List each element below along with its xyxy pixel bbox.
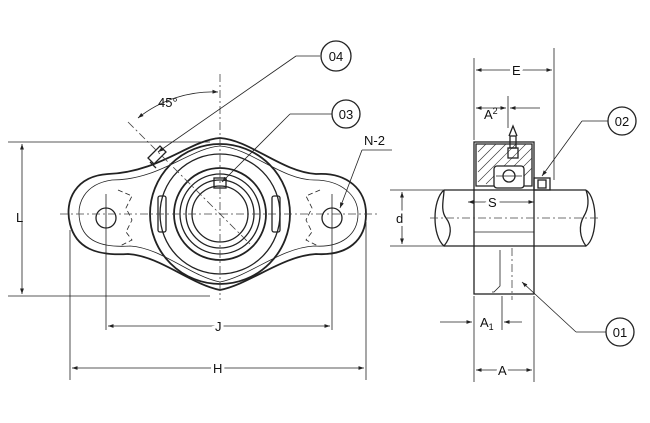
callout-03 bbox=[331, 99, 361, 129]
label-a2: A2 bbox=[484, 106, 498, 122]
set-screw-side bbox=[537, 179, 547, 189]
label-angle: 45° bbox=[158, 95, 178, 110]
callout-01-group: 01 bbox=[521, 281, 635, 347]
label-l: L bbox=[16, 210, 23, 225]
flange-outline bbox=[67, 137, 367, 291]
callout-03-group: 03 bbox=[221, 99, 361, 183]
label-a1: A1 bbox=[480, 315, 494, 332]
callout-02-group: 02 bbox=[541, 106, 637, 177]
label-a: A bbox=[498, 363, 507, 378]
label-d: d bbox=[396, 211, 403, 226]
label-j: J bbox=[215, 319, 222, 334]
angle-arc bbox=[137, 89, 219, 119]
side-view bbox=[430, 124, 600, 300]
grease-nipple-side bbox=[507, 124, 519, 159]
label-s: S bbox=[488, 195, 497, 210]
leader-04 bbox=[157, 55, 297, 153]
label-h: H bbox=[213, 361, 222, 376]
shaft bbox=[444, 189, 586, 247]
callout-02-text: 02 bbox=[615, 114, 629, 129]
shaft-right-break bbox=[579, 189, 596, 247]
label-n2: N-2 bbox=[364, 133, 385, 148]
front-view bbox=[60, 74, 380, 330]
callout-01-text: 01 bbox=[613, 325, 627, 340]
shaft-left-break bbox=[434, 189, 451, 247]
callout-01 bbox=[605, 317, 635, 347]
front-dimensions: L J H 45° N-2 bbox=[8, 89, 392, 380]
callout-03-text: 03 bbox=[339, 107, 353, 122]
callout-04-text: 04 bbox=[329, 49, 343, 64]
callout-04 bbox=[320, 40, 352, 72]
inner-ring-extension bbox=[533, 177, 551, 191]
label-e: E bbox=[512, 63, 521, 78]
slot-left bbox=[117, 189, 133, 247]
side-dimensions: E A2 d S A1 A bbox=[390, 48, 555, 382]
flange-inner-line bbox=[78, 145, 359, 283]
slot-right bbox=[305, 189, 321, 247]
callout-02 bbox=[607, 106, 637, 136]
bearing-race bbox=[493, 165, 525, 189]
mount-slot bbox=[492, 250, 501, 293]
callout-04-group: 04 bbox=[157, 40, 352, 153]
